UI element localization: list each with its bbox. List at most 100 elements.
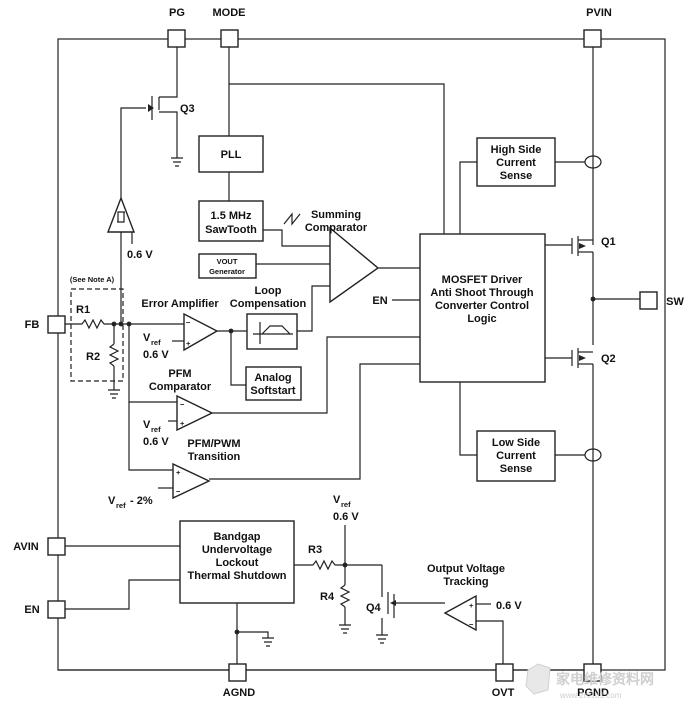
ovt-minus: − — [469, 620, 474, 629]
tr-vref-val: - 2% — [130, 495, 153, 507]
ls-label-3: Sense — [500, 463, 532, 475]
ovt-plus: + — [469, 601, 474, 610]
err-vref-v: V — [143, 332, 151, 344]
pin-agnd — [228, 663, 247, 682]
hysteresis-symbol — [117, 211, 125, 223]
vout-generator-block — [198, 253, 257, 279]
summing-label-1: Summing — [311, 209, 361, 221]
pin-fb — [47, 315, 66, 334]
note-a-label: (See Note A) — [70, 275, 115, 284]
low-side-sense-block — [476, 430, 556, 482]
pfm-minus: − — [180, 400, 185, 409]
soft-label-2: Softstart — [250, 385, 296, 397]
pfmpwm-label-2: Transition — [188, 451, 241, 463]
tr-vref-v: V — [108, 495, 116, 507]
pin-sw — [639, 291, 658, 310]
pin-sw-label: SW — [666, 296, 684, 308]
tr-plus: + — [176, 468, 181, 477]
q3-arrow — [148, 104, 154, 112]
driver-label-1: MOSFET Driver — [442, 274, 523, 286]
sawtooth-label-2: SawTooth — [205, 224, 257, 236]
q4-label: Q4 — [366, 602, 382, 614]
note-a-box — [70, 288, 124, 382]
pg-comparator — [106, 196, 136, 233]
bg-label-3: Lockout — [216, 557, 259, 569]
pfm-comparator — [176, 394, 214, 432]
q1-arrow — [579, 243, 586, 249]
err-vref-sub: ref — [151, 338, 161, 347]
tracking-amplifier — [443, 594, 477, 632]
q2-label: Q2 — [601, 353, 616, 365]
watermark-text-1: 家电维修资料网 — [556, 671, 654, 687]
pin-pvin-label: PVIN — [586, 7, 612, 19]
hs-label-3: Sense — [500, 170, 532, 182]
ls-label-2: Current — [496, 450, 536, 462]
ovt-label-2: Tracking — [443, 576, 488, 588]
pfm-label-1: PFM — [168, 368, 191, 380]
r2-label: R2 — [86, 351, 100, 363]
tr-vref-sub: ref — [116, 501, 126, 510]
bg-vref-val: 0.6 V — [333, 511, 359, 523]
pin-pgnd-label: PGND — [577, 687, 609, 699]
pg-vref-label: 0.6 V — [127, 249, 153, 261]
summing-comparator — [329, 226, 380, 304]
ovt-label-1: Output Voltage — [427, 563, 505, 575]
hs-sense-ring — [584, 155, 602, 169]
loop-label-2: Compensation — [230, 298, 307, 310]
pin-avin-label: AVIN — [13, 541, 39, 553]
driver-label-2: Anti Shoot Through — [430, 287, 534, 299]
pin-avin — [47, 537, 66, 556]
r4-label: R4 — [320, 591, 335, 603]
err-amp-label: Error Amplifier — [141, 298, 219, 310]
pfm-vref-v: V — [143, 419, 151, 431]
tr-minus: − — [176, 487, 181, 496]
pfm-label-2: Comparator — [149, 381, 212, 393]
ls-label-1: Low Side — [492, 437, 540, 449]
bg-label-1: Bandgap — [213, 531, 260, 543]
pin-mode-label: MODE — [213, 7, 246, 19]
err-amp-minus: − — [186, 318, 191, 327]
pin-ovt-label: OVT — [492, 687, 515, 699]
pin-mode — [220, 29, 239, 48]
ls-sense-ring — [584, 448, 602, 462]
pin-en-label: EN — [24, 604, 39, 616]
q2-arrow — [579, 355, 586, 361]
driver-label-3: Converter Control — [435, 300, 529, 312]
pfmpwm-label-1: PFM/PWM — [187, 438, 240, 450]
pin-pg — [167, 29, 186, 48]
err-vref-val: 0.6 V — [143, 349, 169, 361]
vout-gen-label-2: Generator — [209, 267, 245, 276]
sawtooth-block — [198, 200, 264, 242]
pin-en — [47, 600, 66, 619]
bg-vref-sub: ref — [341, 500, 351, 509]
pfm-vref-sub: ref — [151, 425, 161, 434]
loop-label-1: Loop — [255, 285, 282, 297]
hs-label-1: High Side — [491, 144, 542, 156]
pin-ovt — [495, 663, 514, 682]
r3-label: R3 — [308, 544, 322, 556]
sawtooth-label-1: 1.5 MHz — [211, 210, 252, 222]
bandgap-block — [179, 520, 295, 604]
softstart-block — [245, 366, 302, 401]
watermark: 家电维修资料网 www.2r01d1.com — [525, 663, 654, 700]
watermark-text-2: www.2r01d1.com — [559, 691, 622, 700]
bg-label-2: Undervoltage — [202, 544, 272, 556]
pfm-pwm-transition — [172, 462, 211, 500]
sawtooth-symbol — [283, 212, 301, 226]
pin-pvin — [583, 29, 602, 48]
bg-vref-v: V — [333, 494, 341, 506]
summing-label-2: Comparator — [305, 222, 368, 234]
pll-label: PLL — [221, 149, 242, 161]
pfm-plus: + — [180, 419, 185, 428]
loop-compensation-block — [246, 313, 298, 350]
high-side-sense-block — [476, 137, 556, 187]
hs-label-2: Current — [496, 157, 536, 169]
r1-label: R1 — [76, 304, 90, 316]
wires — [58, 47, 640, 671]
watermark-logo — [525, 663, 551, 695]
driver-label-4: Logic — [467, 313, 496, 325]
soft-label-1: Analog — [254, 372, 291, 384]
error-amplifier — [183, 312, 219, 352]
q4-arrow — [390, 600, 396, 606]
